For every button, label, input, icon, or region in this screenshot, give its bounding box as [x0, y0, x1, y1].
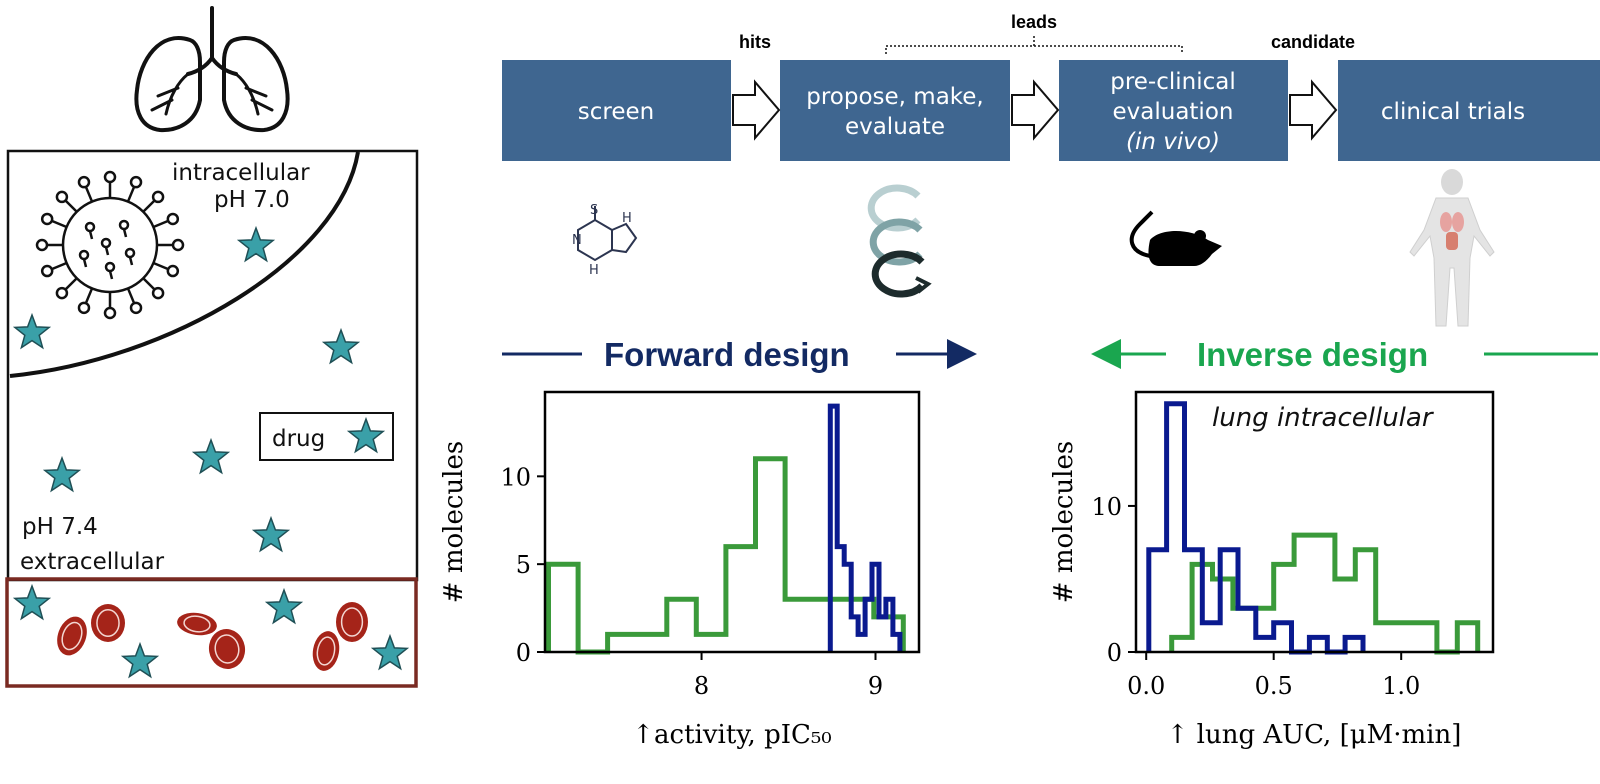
drug-star-icon [251, 515, 291, 553]
chart2-ytick-label: 0 [1107, 639, 1122, 667]
intracellular-ph-label: pH 7.0 [214, 187, 290, 213]
chart1-xlabel: ↑activity, pIC₅₀ [632, 720, 831, 750]
intracellular-label: intracellular [172, 160, 310, 186]
chart2-frame [1134, 390, 1495, 654]
svg-text:H: H [622, 211, 632, 226]
drug-star-icon [264, 587, 304, 625]
stage-label-propose-2: evaluate [845, 114, 945, 140]
milestone-candidate: candidate [1271, 32, 1355, 52]
chart2-xlabel: ↑ lung AUC, [μM·min] [1167, 720, 1462, 750]
stage-label-propose-1: propose, make, [806, 84, 984, 110]
leads-bracket [885, 36, 1183, 54]
stage-label-preclinical-3: (in vivo) [1126, 129, 1220, 155]
chart2-ytick-label: 10 [1091, 493, 1122, 521]
arrow-icon-1 [732, 79, 781, 141]
chart2-xtick-label: 0.0 [1127, 672, 1165, 700]
chart1-ylabel: # molecules [439, 441, 469, 603]
stage-box-propose [780, 60, 1010, 161]
blood-cells [57, 602, 368, 671]
human-body-icon [1409, 169, 1495, 327]
red-blood-cell-icon [312, 631, 340, 671]
chart2-xtick-label: 1.0 [1382, 672, 1420, 700]
chart1-frame [543, 390, 921, 654]
drug-star-icon [321, 327, 361, 365]
drug-star-icon [236, 225, 276, 263]
mouse-icon [1129, 210, 1222, 266]
drug-stars [12, 225, 410, 679]
chart1-ytick-label: 10 [500, 463, 531, 491]
cell-membrane [9, 151, 360, 378]
pipeline-arrows [732, 79, 1338, 141]
drug-star-icon [12, 312, 52, 350]
cycle-icon [867, 184, 932, 298]
stage-box-screen [502, 60, 731, 161]
chart2-ylabel: # molecules [1049, 441, 1079, 603]
drug-star-icon [370, 633, 410, 671]
chart2-xtick-label: 0.5 [1255, 672, 1293, 700]
chart1-xtick-label: 8 [694, 672, 709, 700]
activity-histogram: 8 9 0 5 10 # molecules ↑activity, pIC₅₀ [439, 390, 921, 750]
drug-legend-box [259, 412, 394, 461]
inverse-design-label: Inverse design [1197, 336, 1428, 373]
chart2-annotation: lung intracellular [1212, 403, 1435, 433]
drug-star-icon [12, 583, 52, 621]
milestone-leads: leads [1011, 12, 1057, 32]
stage-label-preclinical-1: pre-clinical [1110, 69, 1236, 95]
chart1-ytick-label: 5 [516, 551, 531, 579]
milestone-hits: hits [739, 32, 771, 52]
red-blood-cell-icon [57, 616, 87, 656]
chart1-series-1 [827, 403, 903, 652]
lungs-icon [134, 6, 290, 133]
chart1-xtick-label: 9 [868, 672, 883, 700]
svg-text:H: H [589, 263, 599, 278]
molecule-icon: S N H H [572, 203, 638, 278]
extracellular-label: extracellular [20, 549, 165, 575]
red-blood-cell-icon [208, 629, 246, 669]
arrow-icon-2 [1011, 79, 1060, 141]
chart1-ytick-label: 0 [516, 639, 531, 667]
drug-star-icon [42, 455, 82, 493]
chart1-series-0 [546, 456, 906, 655]
stage-label-clinical: clinical trials [1381, 99, 1525, 125]
extracellular-ph-label: pH 7.4 [22, 514, 98, 540]
chart2-series-0 [1169, 532, 1481, 655]
stage-box-clinical [1338, 60, 1600, 161]
svg-text:S: S [590, 203, 598, 218]
stage-box-preclinical [1059, 60, 1288, 161]
forward-design-label: Forward design [604, 336, 850, 373]
red-blood-cell-icon [177, 612, 217, 636]
stage-label-preclinical-2: evaluation [1113, 99, 1234, 125]
chart2-series-1 [1146, 401, 1366, 655]
svg-text:N: N [572, 233, 582, 248]
virus-icon [35, 170, 185, 320]
pipeline: screen propose, make, evaluate pre-clini… [502, 12, 1600, 161]
blood-vessel [5, 577, 418, 688]
lung-auc-histogram: 0.0 0.5 1.0 0 10 lung intracellular # molecu… [1049, 390, 1495, 750]
drug-star-icon [346, 416, 386, 454]
drug-star-icon [120, 641, 160, 679]
drug-label: drug [272, 426, 325, 452]
arrow-icon-3 [1289, 79, 1338, 141]
drug-star-icon [191, 437, 231, 475]
stage-label-screen: screen [578, 99, 654, 125]
